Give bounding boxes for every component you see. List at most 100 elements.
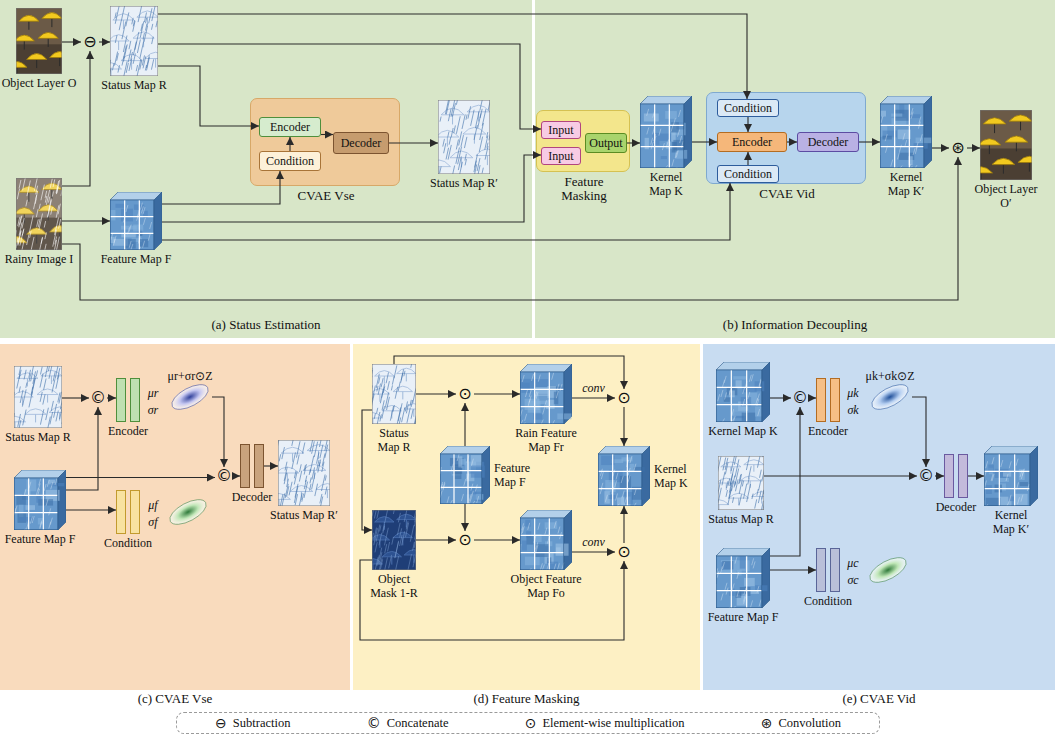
feature-streak bbox=[40, 522, 42, 529]
layer-bar bbox=[131, 491, 140, 534]
rain-streak bbox=[46, 408, 49, 420]
rain-streak bbox=[748, 466, 751, 478]
image-ground bbox=[980, 149, 1032, 181]
connector-arrow bbox=[787, 141, 797, 142]
feature-streak bbox=[464, 479, 466, 486]
layer-bar bbox=[945, 455, 954, 498]
rain-streak bbox=[413, 555, 416, 567]
rain-streak bbox=[385, 510, 388, 523]
feature-patch bbox=[471, 466, 485, 478]
umbrella-pole bbox=[372, 418, 373, 424]
cube-border bbox=[716, 556, 761, 608]
rain-streak bbox=[310, 456, 314, 473]
operator-glyph: © bbox=[792, 389, 808, 407]
feature-patch bbox=[986, 498, 1001, 506]
gaussian-ellipse bbox=[868, 384, 912, 410]
feature-streak bbox=[916, 142, 918, 149]
feature-streak bbox=[984, 481, 986, 488]
feature-patch bbox=[755, 407, 762, 417]
rain-streak bbox=[377, 412, 380, 424]
grid-line bbox=[746, 370, 747, 422]
feature-streak bbox=[667, 139, 669, 146]
feature-streak bbox=[616, 493, 618, 500]
rain-streak bbox=[404, 371, 405, 376]
thumb-illustration bbox=[438, 100, 490, 174]
cube-border bbox=[716, 370, 761, 422]
feature-streak bbox=[521, 420, 523, 424]
feature-streak bbox=[991, 474, 993, 481]
network-layer: Condition bbox=[116, 490, 140, 534]
grid-line bbox=[669, 104, 670, 168]
rain-streak bbox=[482, 168, 483, 174]
rain-streak bbox=[314, 442, 317, 457]
feature-streak bbox=[885, 134, 887, 141]
rain-streak bbox=[135, 32, 139, 50]
process-box: Condition bbox=[717, 99, 779, 117]
rain-streak bbox=[310, 484, 311, 491]
operator-symbol: ⊙ bbox=[615, 389, 633, 407]
umbrella bbox=[983, 118, 1006, 124]
rain-streak bbox=[392, 537, 394, 545]
feature-streak bbox=[615, 480, 617, 487]
cube-top bbox=[716, 548, 770, 556]
rain-streak bbox=[294, 472, 297, 485]
feature-streak bbox=[725, 392, 727, 399]
rain-streak bbox=[133, 20, 134, 26]
feature-streak bbox=[542, 564, 544, 570]
cube-border bbox=[14, 478, 57, 530]
rain-streak bbox=[451, 100, 455, 117]
feature-streak bbox=[647, 109, 649, 116]
feature-streak bbox=[676, 151, 678, 158]
feature-streak bbox=[150, 222, 152, 229]
network-layer: Decoder bbox=[944, 454, 968, 498]
feature-streak bbox=[1027, 484, 1029, 491]
rain-streak bbox=[40, 373, 43, 387]
box-label: Input bbox=[548, 123, 573, 137]
connector-arrow bbox=[464, 403, 465, 446]
rain-streak bbox=[746, 456, 749, 470]
box-label: Decoder bbox=[341, 136, 382, 150]
feature-streak bbox=[622, 491, 624, 498]
umbrella bbox=[740, 476, 760, 481]
grid-line bbox=[520, 406, 564, 407]
umbrella-pole bbox=[155, 59, 156, 68]
rain-streak bbox=[395, 541, 399, 558]
feature-streak bbox=[1017, 497, 1019, 504]
feature-streak bbox=[477, 496, 479, 503]
feature-patch bbox=[986, 485, 992, 494]
box-label: Decoder bbox=[808, 135, 849, 149]
rain-streak bbox=[124, 61, 127, 76]
feature-streak bbox=[558, 527, 560, 534]
bars-illustration bbox=[816, 378, 840, 422]
rain-streak bbox=[40, 392, 42, 402]
feature-streak bbox=[725, 583, 727, 590]
cube-side bbox=[154, 192, 162, 250]
rain-streak bbox=[389, 555, 392, 569]
feature-streak bbox=[758, 409, 760, 416]
legend-symbol: ⊖ bbox=[215, 715, 227, 731]
umbrella-pole bbox=[379, 394, 380, 402]
grid-line bbox=[28, 478, 29, 530]
grid-line bbox=[880, 146, 924, 147]
feature-streak bbox=[625, 498, 627, 505]
umbrella-pole bbox=[59, 58, 60, 67]
process-box: Decoder bbox=[333, 132, 389, 154]
cube-side bbox=[1030, 446, 1038, 506]
layer-bar bbox=[241, 445, 250, 488]
rain-streak bbox=[376, 374, 379, 388]
grid-line bbox=[999, 454, 1000, 506]
cube-illustration bbox=[640, 96, 692, 168]
rain-streak bbox=[138, 6, 142, 22]
umbrella bbox=[145, 52, 158, 58]
feature-streak bbox=[911, 112, 913, 119]
rain-streak bbox=[129, 58, 132, 71]
feature-streak bbox=[471, 459, 473, 466]
umbrella bbox=[404, 550, 416, 555]
node-caption: Status Map R′ bbox=[269, 508, 339, 522]
rain-streak bbox=[726, 490, 728, 497]
feature-streak bbox=[743, 595, 745, 602]
umbrella bbox=[476, 149, 490, 156]
connector-arrow bbox=[62, 220, 110, 221]
feature-streak bbox=[1009, 495, 1011, 502]
